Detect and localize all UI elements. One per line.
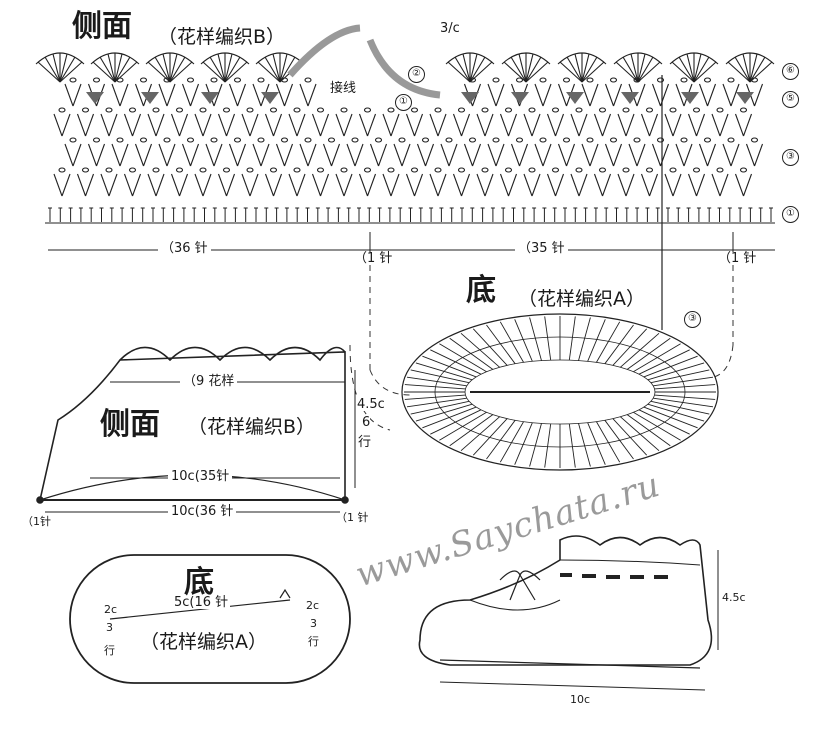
scallop-row bbox=[35, 52, 775, 83]
marker-row-3: ③ bbox=[782, 146, 799, 166]
marker-2: ② bbox=[408, 63, 425, 83]
count-right: （35 针 bbox=[515, 242, 568, 255]
sole-left-size: 2c bbox=[104, 603, 118, 616]
count-right-one: （1 针 bbox=[716, 251, 759, 266]
marker-1-left: ① bbox=[395, 91, 412, 111]
count-left: （36 针 bbox=[158, 242, 211, 255]
side-height: 4.5c bbox=[357, 397, 385, 412]
marker-row-1: ① bbox=[782, 203, 799, 223]
sole-right-rows: 3 bbox=[310, 617, 317, 630]
direction-marks bbox=[86, 92, 754, 104]
sole-schematic bbox=[69, 554, 351, 684]
sole-left-rows: 3 bbox=[106, 621, 113, 634]
count-mid-one: （1 针 bbox=[352, 251, 395, 266]
side-lower-width: 10c(36 针 bbox=[168, 505, 237, 518]
marker-row-6: ⑥ bbox=[782, 60, 799, 80]
shoe-length: 10c bbox=[570, 693, 591, 706]
shoe-drawing bbox=[418, 535, 719, 691]
join-label: 接线 bbox=[330, 81, 357, 96]
side-rows-unit: 行 bbox=[358, 435, 372, 450]
side-left-one: （1针 bbox=[22, 515, 51, 528]
side-rows-num: 6 bbox=[362, 415, 371, 430]
side-schematic-pattern: （花样编织B） bbox=[188, 416, 316, 438]
side-right-one: （1 针 bbox=[336, 511, 369, 524]
sole-right-unit: 行 bbox=[308, 635, 319, 648]
sole-chart-title: 底 bbox=[466, 273, 496, 308]
side-chart-title: 侧面 bbox=[72, 9, 132, 44]
shoe-height: 4.5c bbox=[722, 591, 746, 604]
pattern-repeats: （9 花样 bbox=[180, 375, 238, 388]
sole-length: 5c(16 针 bbox=[172, 595, 231, 610]
sole-chart-pattern: （花样编织A） bbox=[518, 288, 645, 310]
side-upper-width: 10c(35针 bbox=[168, 470, 233, 483]
side-chart-pattern: （花样编织B） bbox=[158, 26, 286, 48]
sole-schematic-title: 底 bbox=[184, 565, 214, 600]
sole-right-size: 2c bbox=[306, 599, 320, 612]
foundation-row bbox=[47, 207, 774, 223]
sole-chart bbox=[401, 313, 719, 471]
top-note: 3/c bbox=[440, 21, 460, 36]
marker-row-5: ⑤ bbox=[782, 88, 799, 108]
side-schematic-title: 侧面 bbox=[100, 407, 160, 442]
sole-schematic-pattern: （花样编织A） bbox=[140, 631, 267, 653]
sole-chart-marker: ③ bbox=[684, 308, 701, 328]
sole-left-unit: 行 bbox=[104, 644, 115, 657]
